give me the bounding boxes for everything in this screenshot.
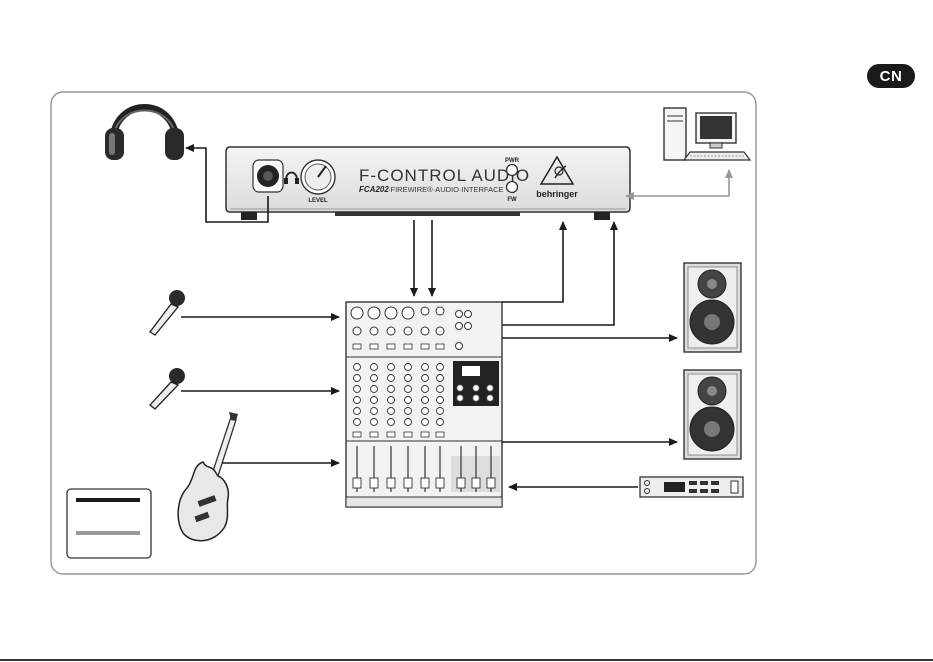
channel-knob xyxy=(354,375,361,382)
audio-interface: LEVEL F-CONTROL AUDIO FCA202 ·FIREWIRE®·… xyxy=(226,147,630,220)
channel-knob xyxy=(405,364,412,371)
channel-knob xyxy=(437,386,444,393)
master-knob xyxy=(473,385,479,391)
jack-input xyxy=(370,327,378,335)
jack-input xyxy=(353,327,361,335)
channel-knob xyxy=(354,386,361,393)
channel-knob xyxy=(437,419,444,426)
master-knob xyxy=(487,385,493,391)
jack-input xyxy=(465,323,472,330)
xlr-input xyxy=(351,307,363,319)
insert-jack xyxy=(370,344,378,349)
channel-knob xyxy=(388,375,395,382)
channel-knob xyxy=(422,375,429,382)
channel-knob xyxy=(437,397,444,404)
xlr-input xyxy=(385,307,397,319)
channel-knob xyxy=(405,408,412,415)
channel-knob xyxy=(371,375,378,382)
speaker-icon xyxy=(684,263,741,352)
master-knob xyxy=(487,395,493,401)
channel-knob xyxy=(388,386,395,393)
speaker-icon xyxy=(684,370,741,459)
interface-subtitle: ·FIREWIRE®·AUDIO·INTERFACE xyxy=(388,185,504,194)
insert-jack xyxy=(387,344,395,349)
channel-button xyxy=(353,432,361,437)
jack-input xyxy=(456,323,463,330)
channel-knob xyxy=(422,364,429,371)
fader-cap xyxy=(487,478,495,488)
mixer xyxy=(346,302,502,507)
level-label: LEVEL xyxy=(308,198,328,204)
xlr-input xyxy=(402,307,414,319)
jack-input xyxy=(421,327,429,335)
channel-knob xyxy=(388,364,395,371)
channel-knob xyxy=(405,375,412,382)
channel-knob xyxy=(388,419,395,426)
channel-knob xyxy=(405,419,412,426)
jack-input xyxy=(456,311,463,318)
fader-cap xyxy=(370,478,378,488)
brand-label: behringer xyxy=(536,189,578,199)
channel-knob xyxy=(437,364,444,371)
fader-cap xyxy=(421,478,429,488)
channel-knob xyxy=(422,408,429,415)
channel-knob xyxy=(371,408,378,415)
fader-cap xyxy=(457,478,465,488)
xlr-input xyxy=(368,307,380,319)
channel-button xyxy=(404,432,412,437)
interface-model: FCA202 xyxy=(359,185,389,194)
insert-jack xyxy=(436,344,444,349)
channel-knob xyxy=(405,397,412,404)
jack-input xyxy=(465,311,472,318)
pwr-led xyxy=(507,165,518,176)
pwr-label: PWR xyxy=(505,158,520,164)
fw-label: FW xyxy=(507,197,517,203)
channel-knob xyxy=(422,386,429,393)
fader-cap xyxy=(436,478,444,488)
jack-input xyxy=(436,327,444,335)
master-knob xyxy=(473,395,479,401)
channel-button xyxy=(436,432,444,437)
channel-knob xyxy=(371,419,378,426)
channel-knob xyxy=(437,408,444,415)
jack-input xyxy=(404,327,412,335)
channel-knob xyxy=(422,397,429,404)
channel-knob xyxy=(422,419,429,426)
legend xyxy=(67,489,151,558)
channel-knob xyxy=(371,386,378,393)
channel-knob xyxy=(388,408,395,415)
jack-input xyxy=(456,343,463,350)
channel-knob xyxy=(371,364,378,371)
fader-cap xyxy=(404,478,412,488)
master-knob xyxy=(457,395,463,401)
fw-led xyxy=(507,182,518,193)
jack-input xyxy=(421,307,429,315)
insert-jack xyxy=(404,344,412,349)
insert-jack xyxy=(353,344,361,349)
fader-cap xyxy=(387,478,395,488)
page-bottom-rule xyxy=(0,659,933,661)
interface-title: F-CONTROL AUDIO xyxy=(359,166,530,185)
fader-cap xyxy=(353,478,361,488)
channel-button xyxy=(421,432,429,437)
channel-button xyxy=(370,432,378,437)
channel-knob xyxy=(437,375,444,382)
channel-button xyxy=(387,432,395,437)
insert-jack xyxy=(421,344,429,349)
channel-knob xyxy=(388,397,395,404)
level-knob xyxy=(301,160,335,194)
channel-knob xyxy=(405,386,412,393)
fader-cap xyxy=(472,478,480,488)
channel-knob xyxy=(371,397,378,404)
master-knob xyxy=(457,385,463,391)
channel-knob xyxy=(354,408,361,415)
channel-knob xyxy=(354,397,361,404)
jack-input xyxy=(436,307,444,315)
channel-knob xyxy=(354,364,361,371)
jack-input xyxy=(387,327,395,335)
channel-knob xyxy=(354,419,361,426)
rack-effects-unit-icon xyxy=(640,477,743,497)
